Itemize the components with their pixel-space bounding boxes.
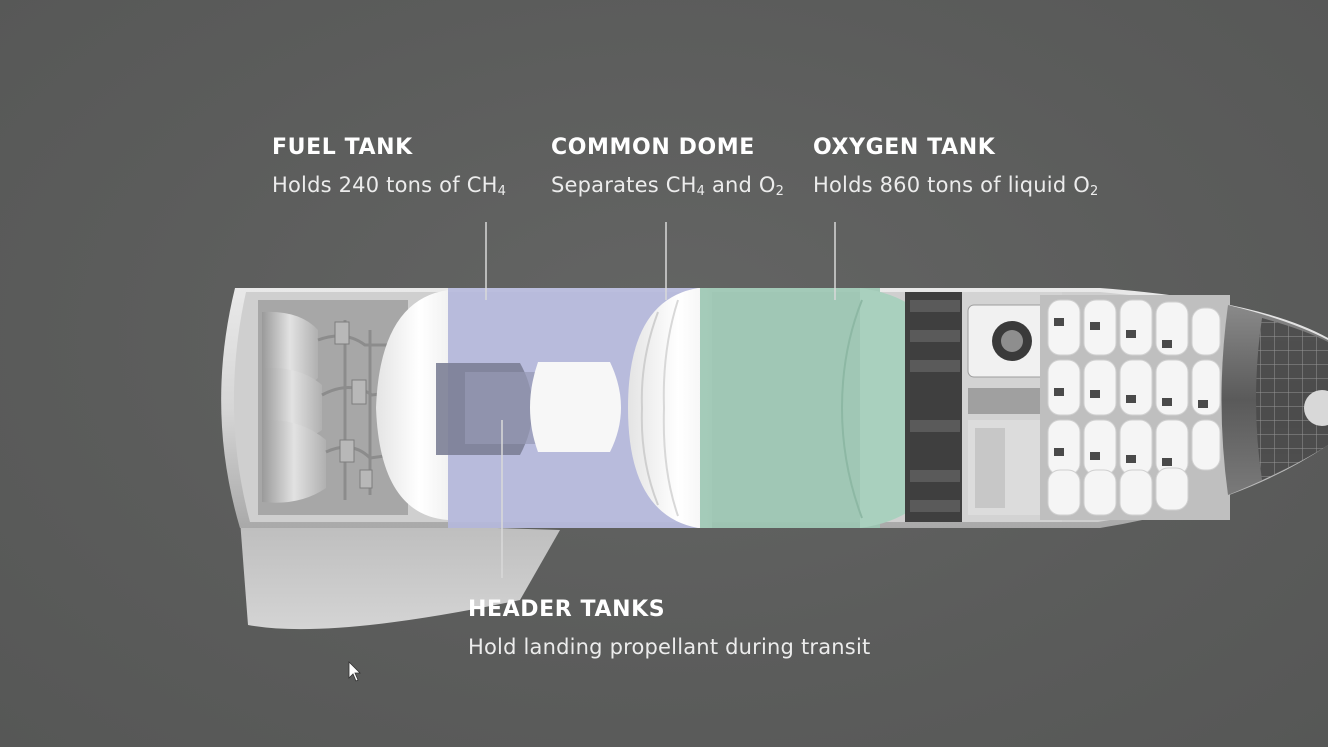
oxygen-tank-title: OXYGEN TANK <box>813 135 996 160</box>
fuel-tank-title: FUEL TANK <box>272 135 413 160</box>
oxygen-tank <box>700 288 880 528</box>
common-dome <box>628 288 712 528</box>
header-tanks-label: HEADER TANKS Hold landing propellant dur… <box>468 597 870 660</box>
header-tanks-title: HEADER TANKS <box>468 597 666 622</box>
engine-bell-bottom <box>262 419 326 503</box>
common-dome-label: COMMON DOME Separates CH4 and O2 <box>551 135 784 198</box>
fuel-tank-label: FUEL TANK Holds 240 tons of CH4 <box>272 135 506 198</box>
oxygen-tank-description: Holds 860 tons of liquid O2 <box>813 173 1099 199</box>
oxygen-tank-label: OXYGEN TANK Holds 860 tons of liquid O2 <box>813 135 1098 198</box>
mouse-pointer-icon <box>348 661 361 682</box>
engine-bay <box>258 300 408 515</box>
nose-cone <box>1221 305 1328 495</box>
fuel-tank-description: Holds 240 tons of CH4 <box>272 173 507 199</box>
common-dome-description: Separates CH4 and O2 <box>551 173 785 199</box>
aft-fin <box>240 520 560 630</box>
header-tanks-description: Hold landing propellant during transit <box>468 635 871 659</box>
forward-bulkhead <box>905 292 965 522</box>
fuel-tank-aft-dome <box>376 290 448 520</box>
cargo-pods <box>1040 295 1230 520</box>
leader-lines <box>485 222 836 578</box>
common-dome-title: COMMON DOME <box>551 135 755 160</box>
header-tank <box>436 362 621 455</box>
